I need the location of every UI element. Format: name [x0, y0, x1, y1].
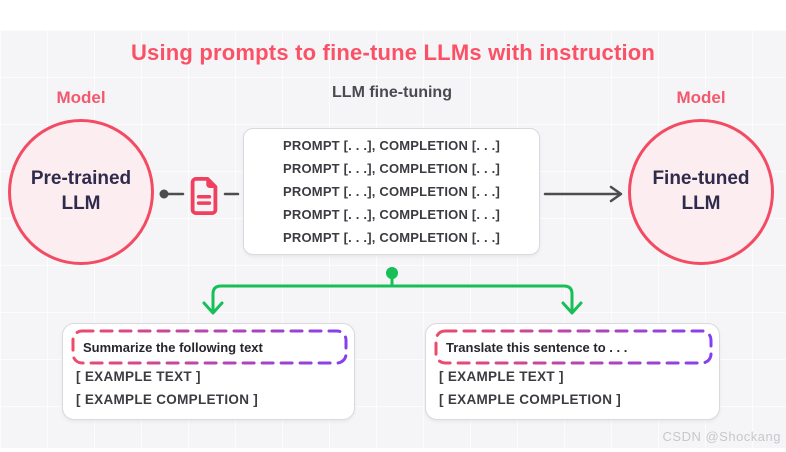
example-completion-line: [ EXAMPLE COMPLETION ]	[439, 392, 622, 407]
watermark: CSDN @Shockang	[662, 429, 781, 444]
branch-arrows	[202, 267, 583, 315]
fine-tuning-label: LLM fine-tuning	[332, 84, 452, 101]
pretrained-llm-label: Pre-trained LLM	[31, 167, 131, 216]
instruction-text: Translate this sentence to . . .	[446, 339, 628, 355]
example-text-line: [ EXAMPLE TEXT ]	[76, 369, 201, 384]
prompt-completion-row: PROMPT [. . .], COMPLETION [. . .]	[283, 161, 500, 176]
diagram-title: Using prompts to fine-tune LLMs with ins…	[130, 40, 656, 65]
finetuned-llm-node: Fine-tuned LLM	[628, 119, 774, 265]
left-model-caption: Model	[56, 88, 106, 107]
pretrained-llm-node: Pre-trained LLM	[8, 119, 154, 265]
instruction-badge: Translate this sentence to . . .	[434, 329, 713, 365]
instruction-badge: Summarize the following text	[71, 329, 348, 365]
finetuned-llm-line2: LLM	[681, 193, 721, 214]
example-text-line: [ EXAMPLE TEXT ]	[439, 369, 564, 384]
prompt-completion-row: PROMPT [. . .], COMPLETION [. . .]	[283, 138, 500, 153]
pretrained-llm-line2: LLM	[61, 193, 101, 214]
pretrained-llm-line1: Pre-trained	[30, 168, 132, 190]
prompt-completion-row: PROMPT [. . .], COMPLETION [. . .]	[283, 207, 500, 222]
left-connector-line	[159, 189, 240, 199]
summarize-example-card: Summarize the following text [ EXAMPLE T…	[62, 323, 355, 420]
instruction-text: Summarize the following text	[83, 339, 263, 355]
prompt-completion-row: PROMPT [. . .], COMPLETION [. . .]	[283, 230, 500, 245]
right-arrow	[543, 185, 623, 203]
training-data-box: PROMPT [. . .], COMPLETION [. . .] PROMP…	[243, 128, 540, 255]
dashed-gradient-border	[434, 329, 713, 365]
document-icon	[190, 176, 218, 215]
right-model-caption: Model	[676, 88, 726, 107]
finetuned-llm-line1: Fine-tuned	[652, 168, 750, 190]
finetuned-llm-label: Fine-tuned LLM	[652, 167, 749, 216]
prompt-completion-row: PROMPT [. . .], COMPLETION [. . .]	[283, 184, 500, 199]
translate-example-card: Translate this sentence to . . . [ EXAMP…	[425, 323, 720, 420]
dashed-gradient-border	[71, 329, 348, 365]
example-completion-line: [ EXAMPLE COMPLETION ]	[76, 392, 259, 407]
